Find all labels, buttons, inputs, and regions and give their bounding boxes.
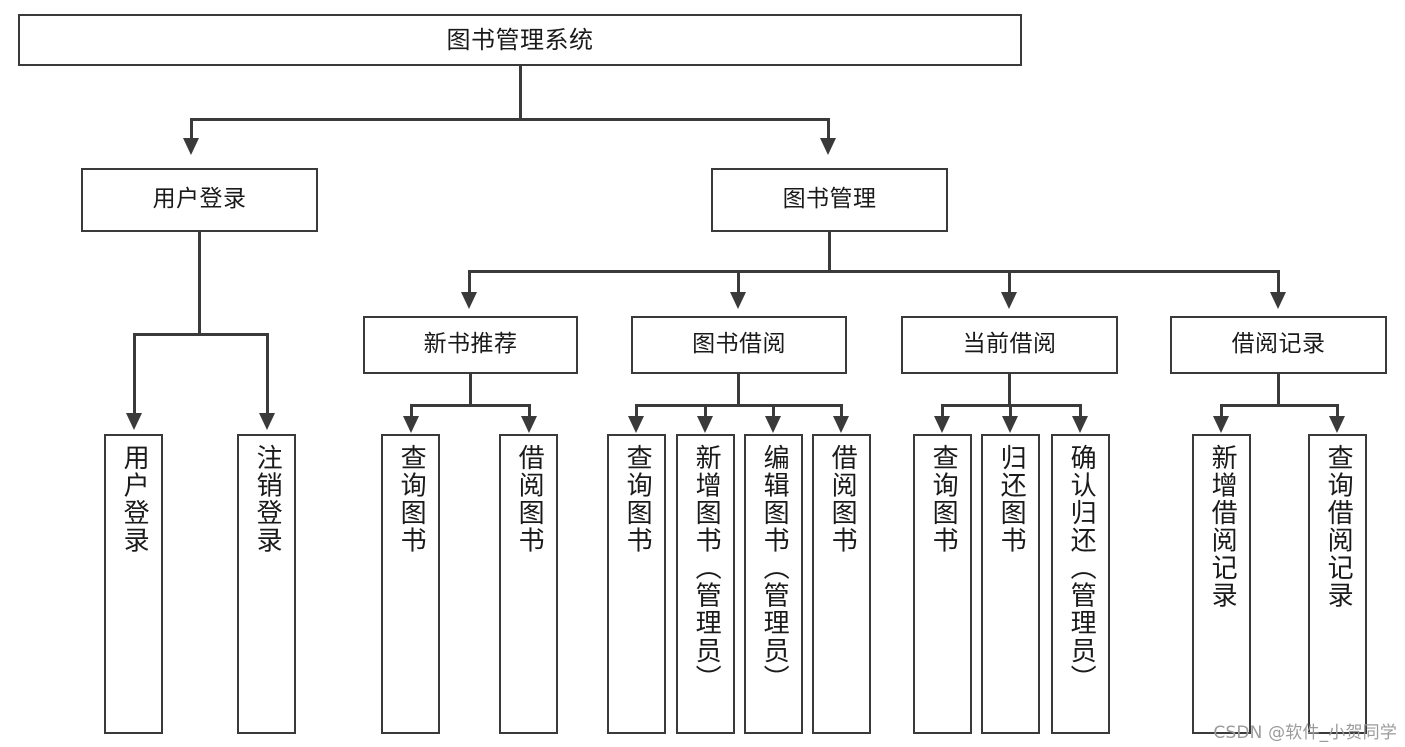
node-label: 查询图书	[396, 444, 427, 555]
node-label: 新增图书（管理员）	[691, 444, 722, 693]
node-label: 查询借阅记录	[1323, 444, 1354, 610]
connector-current-borrow-stem	[1008, 374, 1011, 406]
connector-borrow-record-bus	[1220, 404, 1339, 407]
node-book-management[interactable]: 图书管理	[711, 168, 948, 232]
node-label: 图书管理	[782, 186, 877, 213]
leaf-current-borrow-query-book[interactable]: 查询图书	[913, 434, 972, 734]
arrowhead-cb-leaf-3	[1072, 416, 1088, 433]
leaf-new-book-query-book[interactable]: 查询图书	[381, 434, 440, 734]
connector-drop-bb-leaf-4	[840, 404, 843, 418]
node-label: 借阅记录	[1231, 331, 1326, 358]
connector-drop-leaf-user-login-1	[133, 333, 136, 415]
connector-borrow-record-stem	[1277, 374, 1280, 406]
leaf-new-book-borrow-book[interactable]: 借阅图书	[499, 434, 558, 734]
leaf-book-borrow-query-book[interactable]: 查询图书	[607, 434, 666, 734]
arrowhead-current-borrow	[1001, 292, 1017, 309]
arrowhead-br-leaf-1	[1213, 416, 1229, 433]
connector-drop-bb-leaf-3	[772, 404, 775, 418]
watermark-text: CSDN @软件_小贺同学	[1213, 723, 1397, 743]
node-root-book-management-system[interactable]: 图书管理系统	[18, 14, 1022, 66]
arrowhead-bb-leaf-1	[628, 416, 644, 433]
connector-drop-bb-leaf-2	[704, 404, 707, 418]
node-label: 用户登录	[152, 186, 247, 213]
arrowhead-book-management	[820, 138, 836, 155]
node-book-borrow[interactable]: 图书借阅	[631, 316, 847, 374]
arrowhead-br-leaf-2	[1329, 416, 1345, 433]
connector-book-management-stem	[828, 232, 831, 272]
connector-new-book-recommend-bus	[410, 404, 531, 407]
connector-drop-br-leaf-1	[1220, 404, 1223, 418]
arrowhead-nbr-leaf-2	[521, 416, 537, 433]
connector-drop-current-borrow	[1008, 270, 1011, 294]
arrowhead-nbr-leaf-1	[403, 416, 419, 433]
node-borrow-record[interactable]: 借阅记录	[1170, 316, 1387, 374]
node-label: 归还图书	[996, 444, 1027, 555]
node-label: 借阅图书	[827, 444, 858, 555]
leaf-book-borrow-add-book[interactable]: 新增图书（管理员）	[676, 434, 735, 734]
connector-new-book-recommend-stem	[469, 374, 472, 406]
connector-drop-borrow-record	[1277, 270, 1280, 294]
node-label: 新增借阅记录	[1207, 444, 1238, 610]
arrowhead-user-login	[183, 138, 199, 155]
connector-level2-bus	[190, 118, 830, 121]
connector-drop-bb-leaf-1	[635, 404, 638, 418]
connector-drop-cb-leaf-1	[941, 404, 944, 418]
node-label: 确认归还（管理员）	[1066, 444, 1097, 693]
connector-drop-cb-leaf-3	[1079, 404, 1082, 418]
connector-drop-cb-leaf-2	[1009, 404, 1012, 418]
node-label: 注销登录	[252, 444, 283, 555]
connector-user-login-stem	[198, 232, 201, 335]
leaf-borrow-record-add-record[interactable]: 新增借阅记录	[1192, 434, 1251, 734]
leaf-user-login-login[interactable]: 用户登录	[104, 434, 163, 734]
node-label: 当前借阅	[962, 331, 1057, 358]
arrowhead-leaf-user-login-2	[259, 413, 275, 430]
connector-book-borrow-bus	[635, 404, 843, 407]
arrowhead-cb-leaf-2	[1002, 416, 1018, 433]
connector-root-stem	[519, 66, 522, 120]
connector-drop-new-book-recommend	[468, 270, 471, 294]
node-label: 图书管理系统	[446, 25, 594, 54]
arrowhead-borrow-record	[1270, 292, 1286, 309]
node-current-borrow[interactable]: 当前借阅	[901, 316, 1118, 374]
arrowhead-cb-leaf-1	[934, 416, 950, 433]
connector-book-borrow-stem	[737, 374, 740, 406]
node-label: 用户登录	[119, 444, 150, 555]
leaf-book-borrow-borrow-book[interactable]: 借阅图书	[812, 434, 871, 734]
leaf-user-login-logout[interactable]: 注销登录	[237, 434, 296, 734]
leaf-book-borrow-edit-book[interactable]: 编辑图书（管理员）	[744, 434, 803, 734]
connector-drop-leaf-user-login-2	[266, 333, 269, 415]
node-label: 查询图书	[622, 444, 653, 555]
node-label: 查询图书	[928, 444, 959, 555]
connector-drop-book-management	[827, 118, 830, 140]
connector-drop-br-leaf-2	[1336, 404, 1339, 418]
leaf-current-borrow-return-book[interactable]: 归还图书	[981, 434, 1040, 734]
leaf-current-borrow-confirm-return[interactable]: 确认归还（管理员）	[1051, 434, 1110, 734]
connector-user-login-bus	[133, 333, 269, 336]
arrowhead-new-book-recommend	[461, 292, 477, 309]
connector-drop-nbr-leaf-1	[410, 404, 413, 418]
connector-drop-book-borrow	[737, 270, 740, 294]
node-label: 借阅图书	[514, 444, 545, 555]
connector-drop-nbr-leaf-2	[528, 404, 531, 418]
arrowhead-book-borrow	[730, 292, 746, 309]
leaf-borrow-record-query-record[interactable]: 查询借阅记录	[1308, 434, 1367, 734]
arrowhead-bb-leaf-3	[765, 416, 781, 433]
node-label: 编辑图书（管理员）	[759, 444, 790, 693]
node-new-book-recommend[interactable]: 新书推荐	[363, 316, 578, 374]
node-label: 图书借阅	[692, 331, 786, 358]
arrowhead-bb-leaf-4	[833, 416, 849, 433]
connector-drop-user-login	[190, 118, 193, 140]
node-label: 新书推荐	[423, 331, 518, 358]
connector-level3-bus	[468, 270, 1280, 273]
arrowhead-leaf-user-login-1	[126, 413, 142, 430]
node-user-login[interactable]: 用户登录	[81, 168, 318, 232]
arrowhead-bb-leaf-2	[697, 416, 713, 433]
